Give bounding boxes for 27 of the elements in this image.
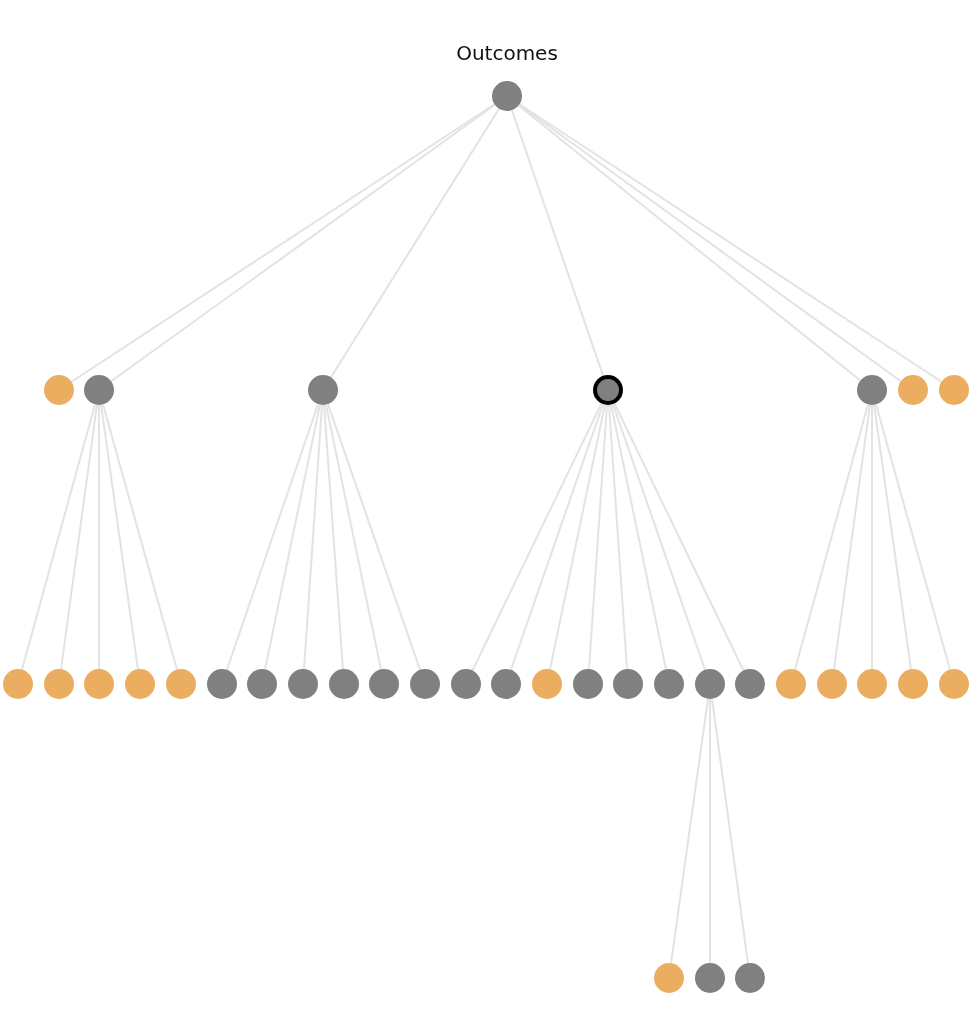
tree-link <box>613 402 745 672</box>
tree-link <box>873 403 912 671</box>
tree-link <box>549 403 606 671</box>
tree-link <box>610 403 667 671</box>
node-label: Outcomes <box>456 41 558 65</box>
tree-link <box>875 403 951 671</box>
tree-link <box>510 109 605 377</box>
tree-link <box>670 697 709 965</box>
tree-link <box>100 403 139 671</box>
tree-link <box>325 403 382 671</box>
tree-link <box>611 403 707 671</box>
tree-link <box>329 107 501 379</box>
tree-link <box>711 697 749 965</box>
tree-link <box>323 403 344 671</box>
tree-link <box>509 403 605 671</box>
tree-link <box>303 403 323 671</box>
tree-link <box>471 402 603 672</box>
tree-link <box>264 403 321 671</box>
tree-link <box>326 403 422 671</box>
tree-link <box>833 403 871 671</box>
tree-link <box>588 403 608 671</box>
tree-link <box>794 403 869 671</box>
tree-link <box>60 403 98 671</box>
tree-link <box>225 403 320 671</box>
tree-link <box>102 403 178 671</box>
tree-link <box>608 403 628 671</box>
tree-link <box>21 403 96 671</box>
